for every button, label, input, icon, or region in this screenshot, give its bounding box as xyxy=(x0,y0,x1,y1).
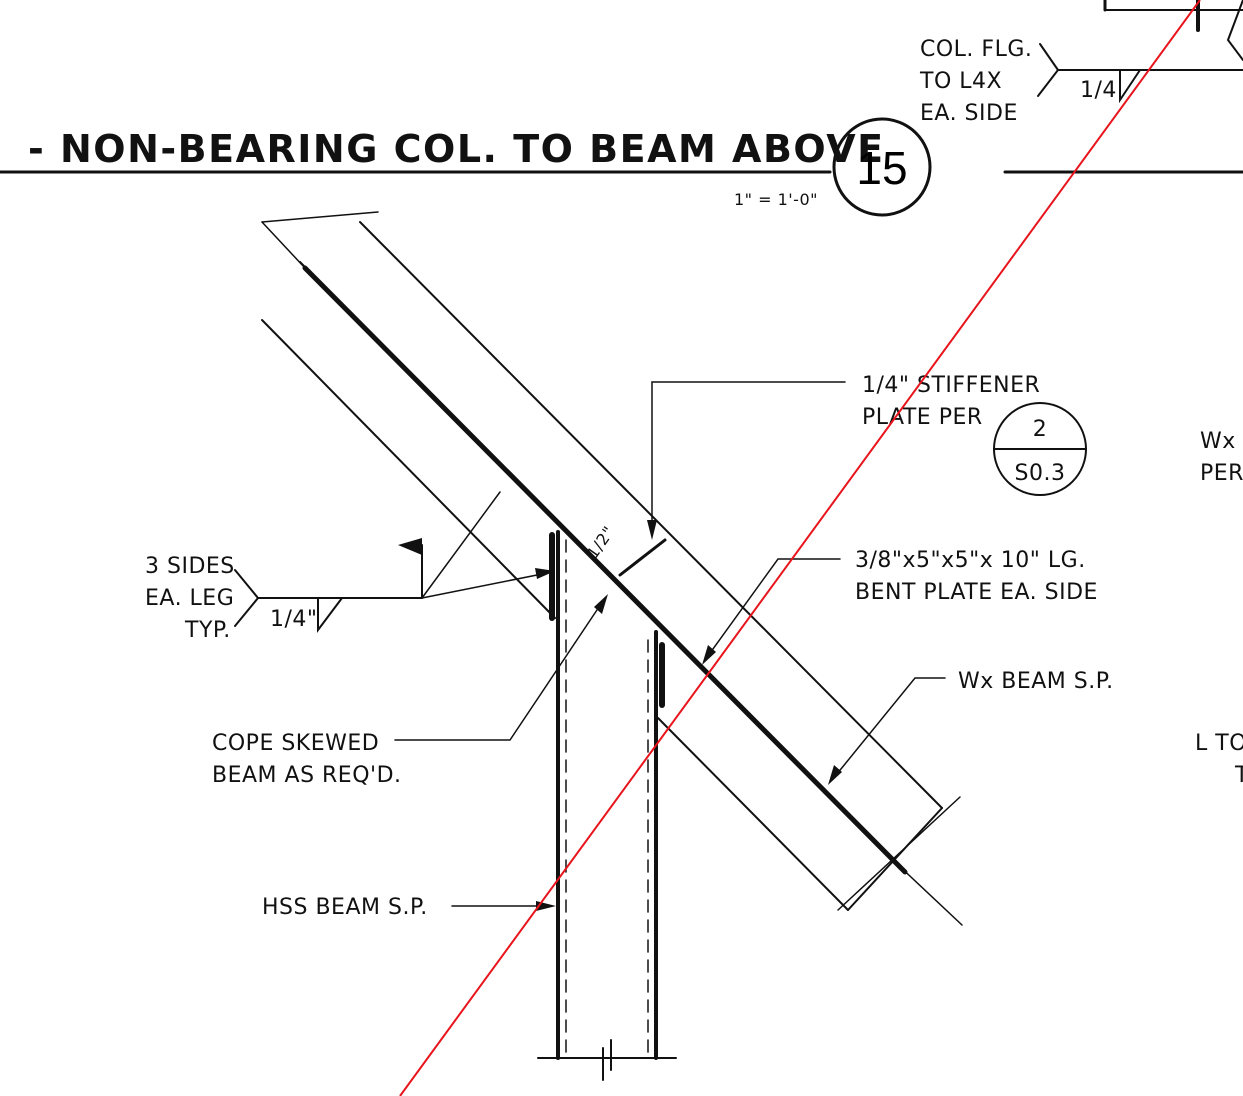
fragment-t: T xyxy=(1234,763,1243,788)
stiffener-label-2: PLATE PER xyxy=(862,405,983,430)
wx-beam-leader xyxy=(831,677,946,781)
gap-label: 1/2" xyxy=(583,523,619,563)
title-block: - NON-BEARING COL. TO BEAM ABOVE 15 1" =… xyxy=(0,117,1243,217)
top-right-arrow xyxy=(1226,0,1243,61)
bent-plate-arrowhead xyxy=(702,645,716,665)
hss-beam-label: HSS BEAM S.P. xyxy=(262,895,428,920)
fragment-wx: Wx xyxy=(1200,429,1236,454)
weld-size: 1/4" xyxy=(270,607,318,632)
cope-arrowhead xyxy=(594,594,608,614)
detail-number: 15 xyxy=(856,142,907,194)
section-ref-bottom: S0.3 xyxy=(1015,461,1066,486)
beam-end-extension-top xyxy=(261,211,379,223)
beam-end-extension-top-2 xyxy=(261,221,306,269)
weld-arrowhead-2 xyxy=(535,568,555,579)
bent-plate-leader xyxy=(704,558,841,661)
detail-scale: 1" = 1'-0" xyxy=(734,190,818,209)
cope-label-1: COPE SKEWED xyxy=(212,731,379,756)
beam-top-flange xyxy=(359,221,943,809)
weld-tail xyxy=(234,569,260,627)
section-ref-top: 2 xyxy=(1033,417,1048,442)
gap-dimension: 1/2" xyxy=(583,523,619,563)
beam-web-dashed xyxy=(299,261,901,867)
top-right-weld-callout: COL. FLG. TO L4X EA. SIDE 1/4 xyxy=(919,0,1243,126)
cope-callout: COPE SKEWED BEAM AS REQ'D. xyxy=(212,594,608,788)
stiffener-leader xyxy=(651,381,846,531)
right-edge-fragments: Wx PER L TO T xyxy=(1195,429,1243,788)
weld-callout: 3 SIDES EA. LEG TYP. 1/4" xyxy=(145,491,555,643)
cope-label-2: BEAM AS REQ'D. xyxy=(212,763,402,788)
detail-number-circle xyxy=(832,117,932,217)
fragment-per: PER xyxy=(1200,461,1243,486)
stiffener-callout: 1/4" STIFFENER PLATE PER 2 S0.3 xyxy=(647,373,1087,540)
col-flg-label: COL. FLG. xyxy=(920,37,1032,62)
stiffener-arrowhead xyxy=(647,520,657,540)
weld-arrow-1 xyxy=(421,491,501,599)
to-l4x-label: TO L4X xyxy=(919,69,1002,94)
stiffener-plate xyxy=(618,538,667,577)
skewed-beam xyxy=(261,211,963,926)
red-markup-line xyxy=(399,0,1201,1096)
ea-side-label: EA. SIDE xyxy=(920,101,1018,126)
top-right-leader xyxy=(1037,43,1060,97)
stiffener-label-1: 1/4" STIFFENER xyxy=(862,373,1040,398)
cope-leader xyxy=(394,597,606,741)
hss-callout: HSS BEAM S.P. xyxy=(262,895,556,920)
weld-arrow-2 xyxy=(421,571,553,599)
weld-label-2: EA. LEG xyxy=(145,586,234,611)
hss-column xyxy=(537,530,677,1081)
beam-end-cap xyxy=(847,807,943,911)
wx-beam-callout: Wx BEAM S.P. xyxy=(828,669,1114,785)
weld-label-3: TYP. xyxy=(184,618,231,643)
weld-label-1: 3 SIDES xyxy=(145,554,235,579)
top-right-fillet-symbol xyxy=(1119,69,1141,104)
beam-bottom-flange-left xyxy=(261,319,556,619)
bent-plate-label-2: BENT PLATE EA. SIDE xyxy=(855,580,1098,605)
weld-fillet-symbol xyxy=(317,597,343,633)
bent-plate-label-1: 3/8"x5"x5"x 10" LG. xyxy=(855,548,1086,573)
field-weld-flag xyxy=(398,538,422,555)
fragment-l-to: L TO xyxy=(1195,731,1243,756)
beam-bottom-flange-right xyxy=(657,717,849,911)
wx-beam-arrowhead xyxy=(828,765,842,785)
wx-beam-label: Wx BEAM S.P. xyxy=(958,669,1114,694)
detail-title: - NON-BEARING COL. TO BEAM ABOVE xyxy=(28,127,885,171)
top-right-weld-size: 1/4 xyxy=(1080,78,1117,103)
bent-plate-callout: 3/8"x5"x5"x 10" LG. BENT PLATE EA. SIDE xyxy=(702,548,1098,665)
